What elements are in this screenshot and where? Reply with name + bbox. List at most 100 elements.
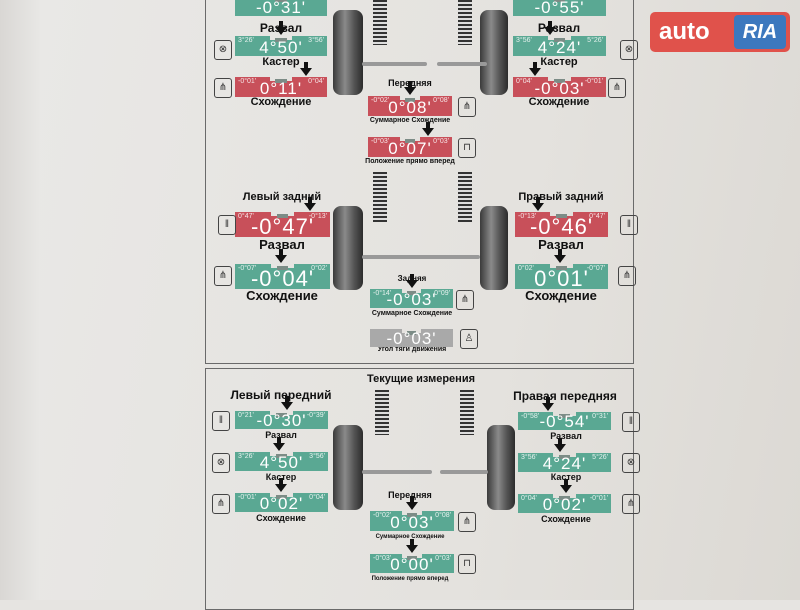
paper-edge xyxy=(0,0,40,600)
gauge-notch xyxy=(275,495,288,499)
strut-illustration xyxy=(373,172,387,222)
gauge-tab xyxy=(513,0,549,1)
gauge-min: -0°03' xyxy=(373,555,392,562)
wheel-diagram-icon: ⊓ xyxy=(458,138,476,158)
gauge-notch xyxy=(558,496,571,500)
gauge-max: 0°08' xyxy=(433,97,449,104)
gauge-max: 0°03' xyxy=(433,138,449,145)
gauge-body xyxy=(235,216,330,237)
gauge-tab xyxy=(293,264,330,269)
arrow-down-icon xyxy=(560,479,572,493)
gauge-tab xyxy=(292,493,328,498)
wheel-diagram-icon: ⊗ xyxy=(620,40,638,60)
gauge-notch xyxy=(404,139,416,143)
gauge-tab xyxy=(572,212,608,217)
gauge-value: 0°07' xyxy=(388,139,432,158)
gauge-min: 3°56' xyxy=(521,454,537,461)
gauge-notch xyxy=(553,0,566,2)
arrow-down-icon xyxy=(554,438,566,452)
arrow-down-icon xyxy=(532,197,544,211)
gauge-tab xyxy=(570,36,606,41)
wheel-diagram-icon: ⋔ xyxy=(618,266,636,286)
wheel-diagram-icon: ⋔ xyxy=(214,266,232,286)
gauge-max: -0°39' xyxy=(306,412,325,419)
gauge-tab xyxy=(292,77,327,82)
strut-illustration xyxy=(373,0,387,45)
arrow-down-icon xyxy=(273,437,285,451)
gauge-tab xyxy=(293,212,330,217)
wheel-diagram-icon: ⋔ xyxy=(456,290,474,310)
gauge-before-rf-camber: -0°55' xyxy=(513,0,606,17)
gauge-max: 0°47' xyxy=(589,213,605,220)
gauge-body xyxy=(235,268,330,289)
gauge-value: 0°02' xyxy=(542,495,587,514)
wheel-diagram-icon: ⊓ xyxy=(458,554,476,574)
gauge-max: 0°04' xyxy=(309,494,325,501)
arrow-down-icon xyxy=(281,396,293,410)
gauge-rear-thrust: -0°03' xyxy=(370,329,453,348)
gauge-body xyxy=(235,497,328,512)
total-toe-label: Суммарное Схождение xyxy=(375,534,445,540)
gauge-body xyxy=(518,498,611,513)
rear-right-title: Правый задний xyxy=(518,191,604,203)
gauge-body xyxy=(518,457,611,472)
arrow-down-icon xyxy=(304,197,316,211)
gauge-value: -0°55' xyxy=(534,0,585,17)
gauge-tab xyxy=(368,96,400,101)
camber-label: Развал xyxy=(538,237,584,252)
caster-label: Кастер xyxy=(262,56,300,68)
gauge-value: -0°30' xyxy=(256,411,307,430)
wheel-diagram-icon: ⋔ xyxy=(214,78,232,98)
gauge-body xyxy=(370,558,454,573)
gauge-min: 3°56' xyxy=(516,37,532,44)
gauge-before-lf-toe: -0°01'0°04'0°11' xyxy=(235,77,327,98)
wheel-illustration xyxy=(333,10,363,95)
gauge-tab xyxy=(235,411,271,416)
wheel-diagram-icon: ‖ xyxy=(622,412,640,432)
gauge-before-lf-caster: 3°26'3°56'4°50' xyxy=(235,36,327,57)
gauge-tab xyxy=(570,0,606,1)
gauge-value: 4°50' xyxy=(259,453,304,472)
strut-illustration xyxy=(460,390,474,435)
gauge-notch xyxy=(275,38,287,42)
arrow-down-icon xyxy=(554,249,566,263)
strut-illustration xyxy=(458,172,472,222)
gauge-min: -0°03' xyxy=(371,138,390,145)
gauge-tab xyxy=(292,411,328,416)
gauge-value: -0°03' xyxy=(386,329,437,348)
suspension-arm xyxy=(440,470,488,474)
gauge-min: -0°07' xyxy=(238,265,257,272)
gauge-notch xyxy=(406,331,417,335)
gauge-tab xyxy=(572,264,608,269)
camber-label: Развал xyxy=(265,430,297,440)
gauge-tab xyxy=(420,137,452,142)
gauge-tab xyxy=(421,289,453,294)
gauge-max: -0°01' xyxy=(584,78,603,85)
gauge-tab xyxy=(518,412,554,417)
gauge-notch xyxy=(406,556,418,560)
gauge-value: 4°24' xyxy=(542,454,587,473)
gauge-tab xyxy=(570,77,606,82)
gauge-tab xyxy=(518,453,554,458)
gauge-tab xyxy=(515,212,551,217)
arrow-down-icon xyxy=(275,249,287,263)
gauge-body xyxy=(513,0,606,16)
gauge-min: 3°26' xyxy=(238,37,254,44)
gauge-notch xyxy=(275,454,288,458)
gauge-body xyxy=(513,81,606,97)
logo-suffix: RIA xyxy=(734,15,786,49)
arrow-down-icon xyxy=(406,496,418,510)
gauge-tab xyxy=(575,453,611,458)
strut-illustration xyxy=(375,390,389,435)
gauge-max: -0°07' xyxy=(586,265,605,272)
front-axle-label: Передняя xyxy=(388,490,432,500)
gauge-cur-front-straight: -0°03'0°03'0°00' xyxy=(370,554,454,574)
gauge-tab xyxy=(575,494,611,499)
gauge-body xyxy=(235,81,327,97)
gauge-tab xyxy=(370,289,402,294)
gauge-tab xyxy=(422,554,454,559)
gauge-tab xyxy=(235,212,272,217)
gauge-notch xyxy=(406,513,418,517)
wheel-diagram-icon: ⋔ xyxy=(212,494,230,514)
gauge-tab xyxy=(513,36,549,41)
